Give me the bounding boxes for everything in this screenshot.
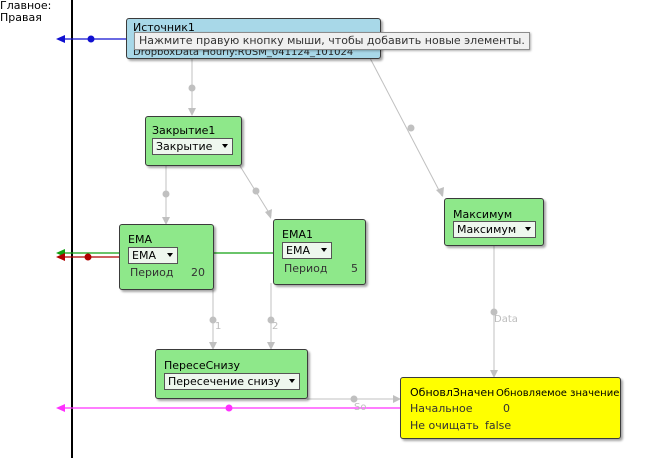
wire-source-close-dot	[188, 84, 196, 92]
ema1-type-dropdown[interactable]: EMA	[282, 242, 332, 259]
update-output-dot	[225, 404, 233, 412]
node-cross-title: ПересеСнизу	[164, 359, 240, 372]
node-source-title: Источник1	[133, 21, 195, 34]
arrowhead-update-signal	[393, 395, 401, 403]
update-initial-value[interactable]: 0	[503, 402, 510, 415]
node-close[interactable]: Закрытие1 Закрытие	[145, 116, 242, 166]
arrowhead-update	[490, 370, 498, 378]
node-max-title: Максимум	[453, 208, 513, 221]
close-type-dropdown-value: Закрытие	[156, 140, 213, 153]
chevron-down-icon	[321, 248, 327, 252]
max-type-dropdown[interactable]: Максимум	[453, 221, 536, 238]
node-update-title: ОбновлЗначен	[410, 386, 495, 399]
chevron-down-icon	[167, 253, 173, 257]
wire-label-signal: So	[354, 402, 367, 413]
node-source-subtitle: DropboxData Hourly:RUSM_041124_101024	[133, 47, 354, 58]
node-max[interactable]: Максимум Максимум	[444, 198, 544, 246]
wire-close-ema1-dot	[252, 187, 260, 195]
wire-max-update-dot	[490, 308, 498, 316]
wire-ema-cross-dot	[209, 316, 217, 324]
update-noclear-label: Не очищать	[410, 419, 479, 432]
arrowhead-cross-1	[209, 342, 217, 350]
node-ema1-title: EMA1	[282, 228, 313, 241]
arrowhead-max	[436, 187, 444, 197]
node-update-subtitle: Обновляемое значение	[496, 388, 620, 399]
ema-type-dropdown[interactable]: EMA	[128, 247, 178, 264]
node-ema-title: EMA	[128, 233, 152, 246]
right-rail-label: Правая	[0, 11, 42, 24]
node-ema1[interactable]: EMA1 EMA Период 5	[273, 219, 366, 285]
hint-tooltip: Нажмите правую кнопку мыши, чтобы добави…	[134, 32, 530, 50]
node-close-title: Закрытие1	[152, 124, 216, 137]
ema-output-dot	[84, 253, 92, 261]
arrowhead-close	[188, 108, 196, 116]
cross-type-dropdown[interactable]: Пересечение снизу	[164, 373, 300, 390]
ema-period-value[interactable]: 20	[191, 266, 205, 279]
arrowhead-source-output	[56, 35, 65, 43]
wire-label-data: Data	[494, 314, 518, 325]
arrowhead-ema1	[265, 209, 272, 219]
wire-close-ema-dot	[162, 190, 170, 198]
chevron-down-icon	[222, 144, 228, 148]
main-rail-label: Главное:	[0, 0, 52, 12]
wire-source-max-dot	[407, 124, 415, 132]
arrowhead-ema	[162, 217, 170, 225]
close-type-dropdown[interactable]: Закрытие	[152, 138, 233, 155]
wire-label-input1: 1	[215, 321, 222, 332]
ema-period-label: Период	[130, 266, 174, 279]
node-ema[interactable]: EMA EMA Период 20	[119, 224, 214, 290]
arrowhead-ema-output	[56, 253, 65, 261]
wire-ema1-cross-dot	[267, 316, 275, 324]
node-update[interactable]: ОбновлЗначен Обновляемое значение Началь…	[400, 377, 621, 439]
update-initial-label: Начальное	[410, 402, 473, 415]
wire-label-input2: 2	[272, 321, 279, 332]
chevron-down-icon	[289, 379, 295, 383]
chevron-down-icon	[525, 227, 531, 231]
update-noclear-value[interactable]: false	[485, 419, 512, 432]
ema1-period-value[interactable]: 5	[351, 262, 358, 275]
wire-cross-update-dot	[350, 395, 358, 403]
ema1-type-dropdown-value: EMA	[286, 244, 310, 257]
arrowhead-cross-2	[267, 342, 275, 350]
ema1-period-label: Период	[284, 262, 328, 275]
ema-type-dropdown-value: EMA	[132, 249, 156, 262]
arrowhead-update-output	[56, 404, 65, 412]
wire-source-max	[369, 57, 443, 197]
cross-type-dropdown-value: Пересечение снизу	[168, 375, 281, 388]
max-type-dropdown-value: Максимум	[457, 223, 517, 236]
source-output-dot	[87, 35, 95, 43]
node-cross[interactable]: ПересеСнизу Пересечение снизу	[155, 349, 308, 399]
